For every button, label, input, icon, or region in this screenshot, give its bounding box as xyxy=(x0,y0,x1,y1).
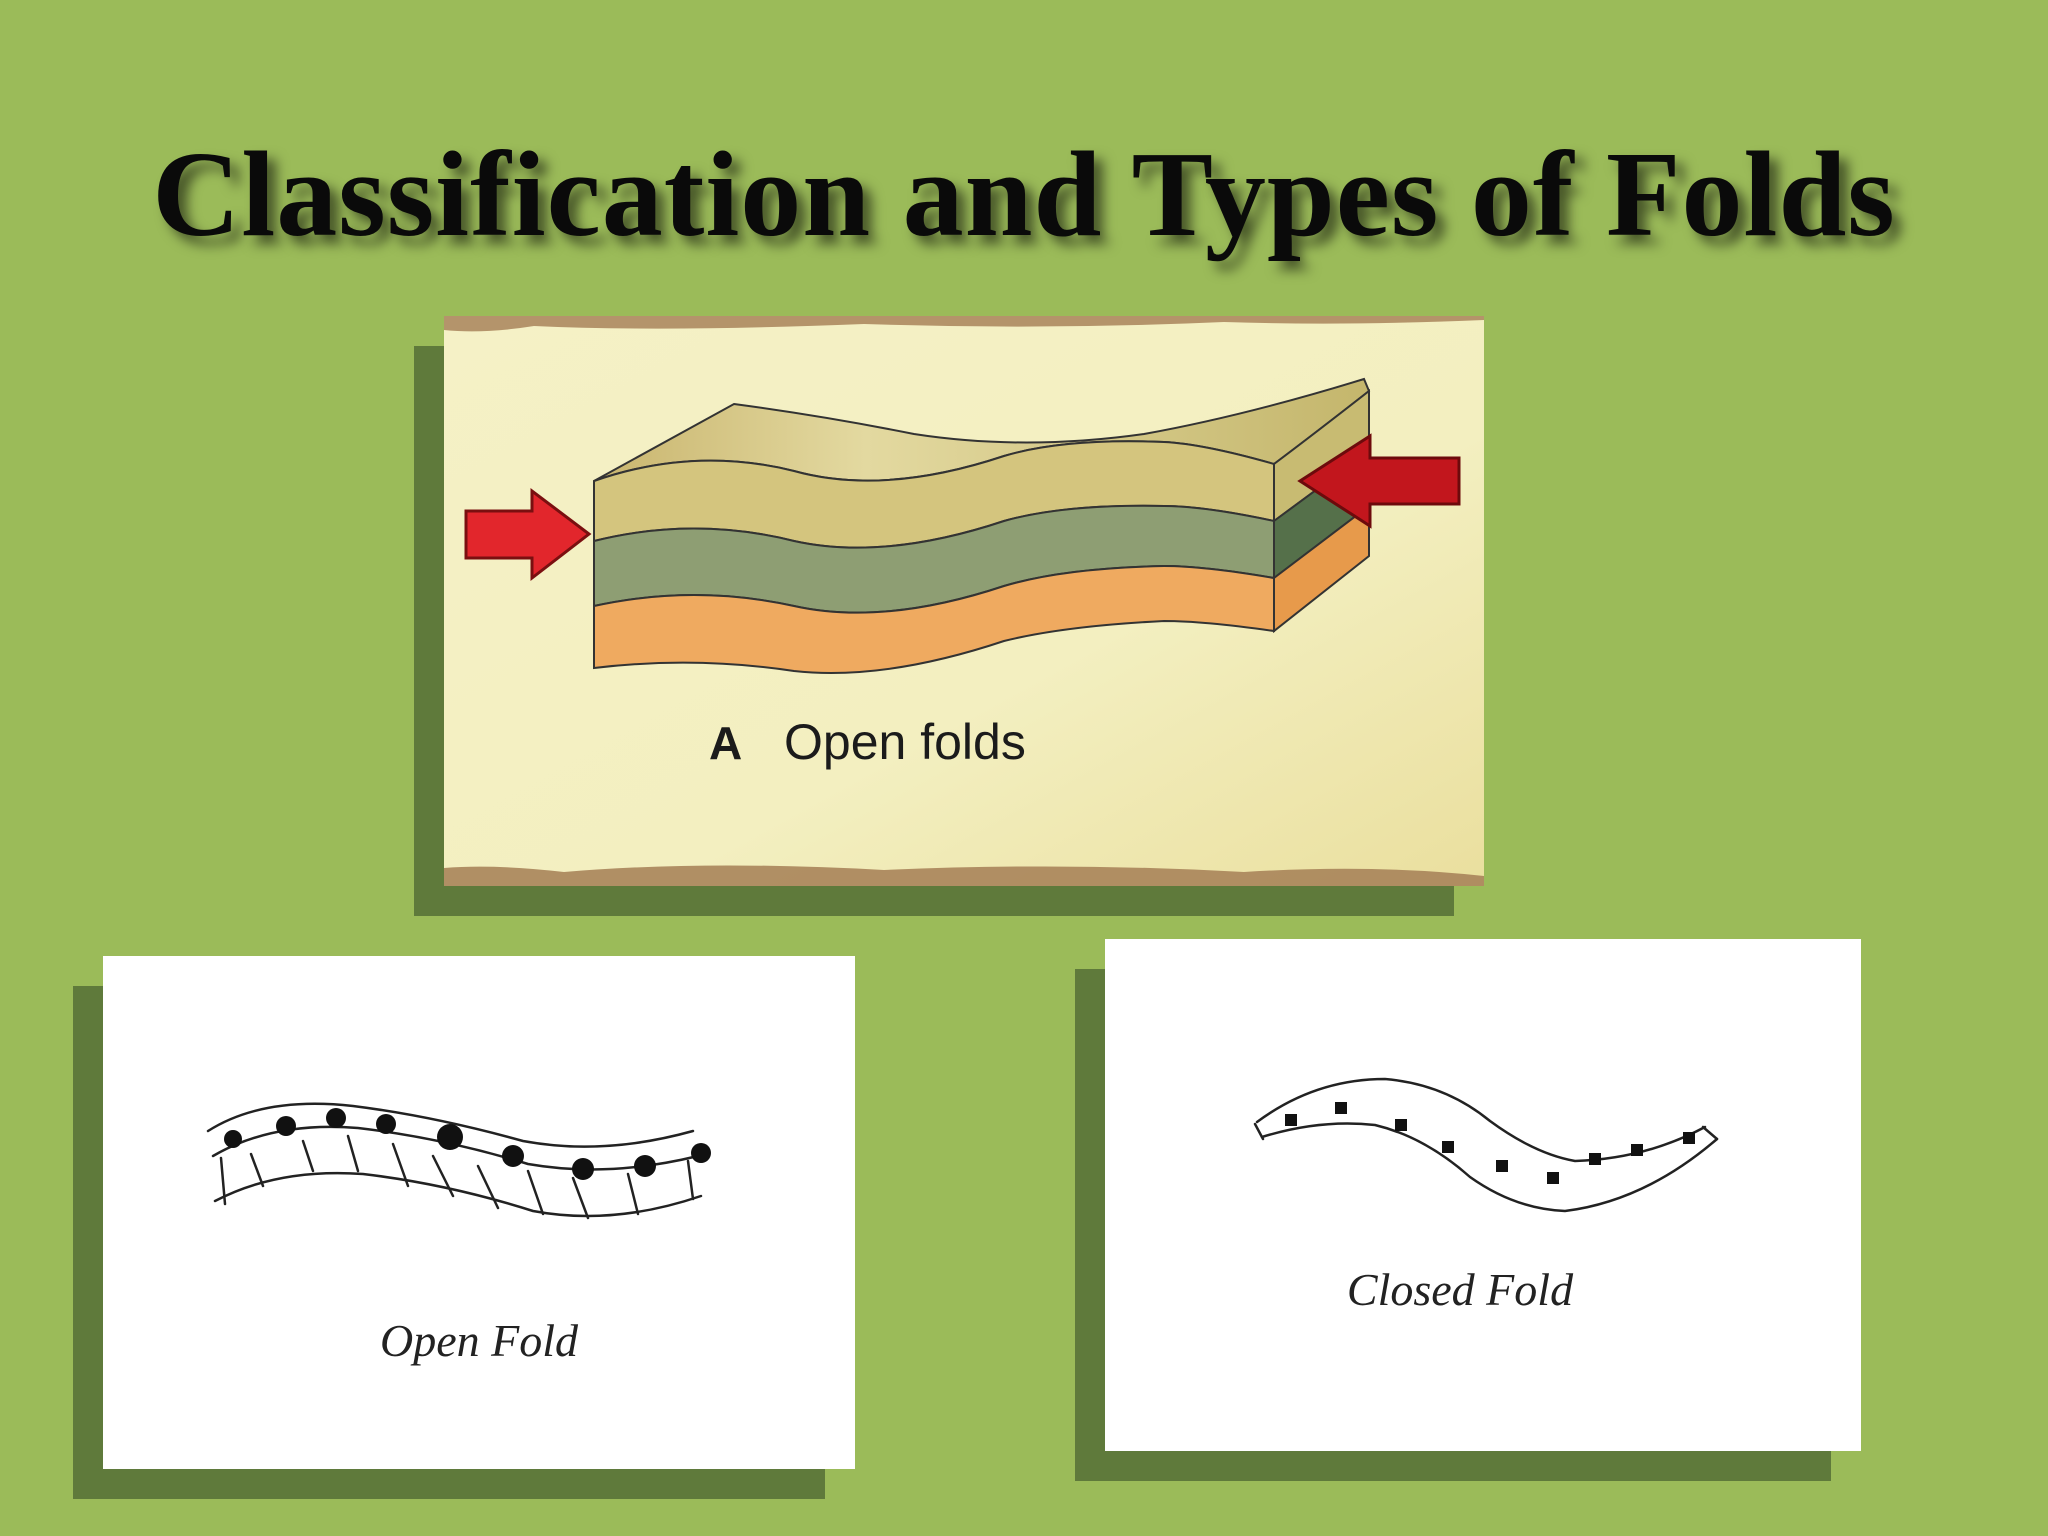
open-folds-block-diagram: A Open folds xyxy=(444,316,1484,886)
open-folds-illustration: A Open folds xyxy=(444,316,1484,886)
open-fold-caption: Open Fold xyxy=(380,1315,579,1366)
closed-fold-illustration: Closed Fold xyxy=(1253,1077,1719,1315)
open-fold-illustration: Open Fold xyxy=(206,1102,711,1366)
closed-fold-sketch-panel: Closed Fold xyxy=(1105,939,1861,1451)
figure-letter-a: A xyxy=(709,717,742,769)
slide-title: Classification and Types of Folds xyxy=(152,127,1896,262)
open-fold-sketch-panel: Open Fold xyxy=(103,956,855,1469)
closed-fold-caption: Closed Fold xyxy=(1347,1264,1574,1315)
open-folds-caption: Open folds xyxy=(784,714,1026,770)
